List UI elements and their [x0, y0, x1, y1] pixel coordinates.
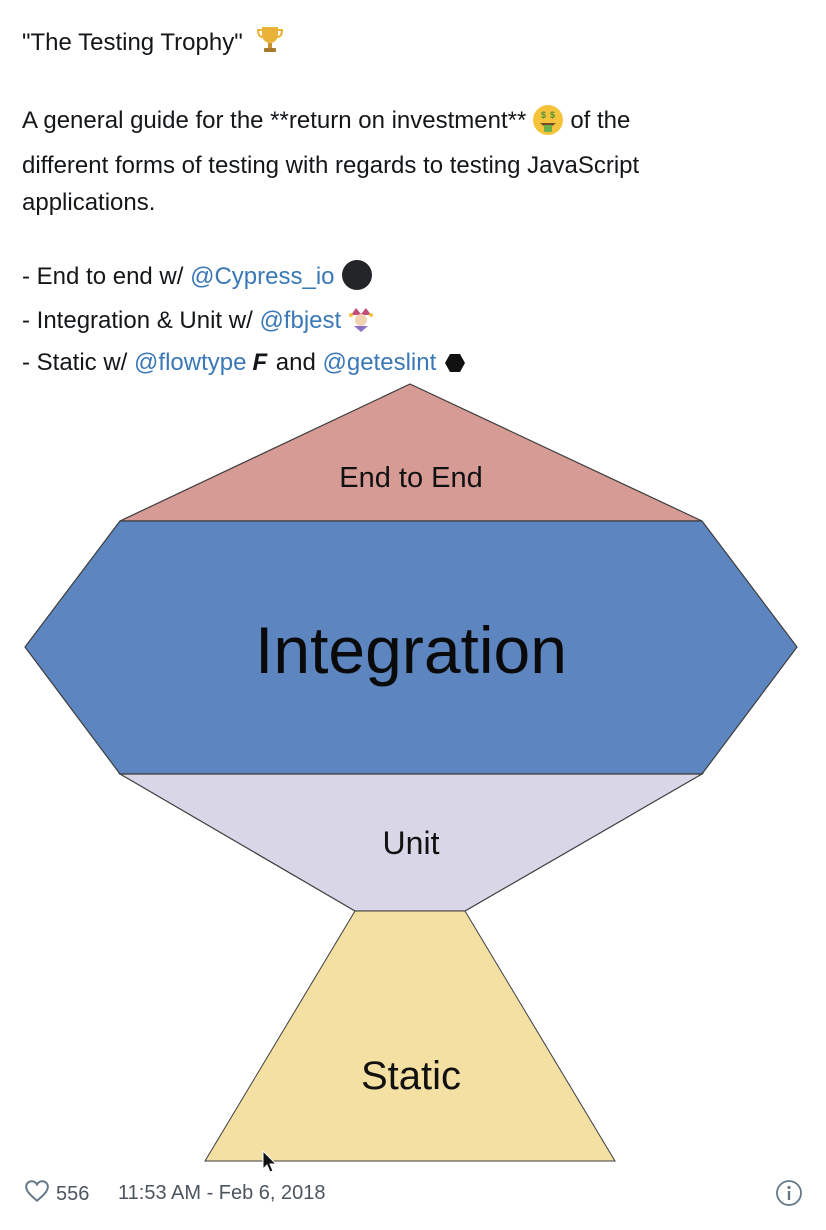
dark-circle-icon [341, 259, 373, 302]
mention-cypress[interactable]: @Cypress_io [190, 263, 335, 290]
tweet-footer: 556 11:53 AM - Feb 6, 2018 [24, 1178, 804, 1210]
mention-fbjest[interactable]: @fbjest [259, 307, 342, 334]
svg-text:$: $ [541, 110, 546, 120]
segment-static [204, 910, 616, 1162]
testing-trophy-diagram: End to End Integration Unit Static [24, 383, 798, 1162]
tweet-title-line: "The Testing Trophy" [22, 24, 802, 65]
svg-text:$: $ [550, 110, 555, 120]
like-count: 556 [56, 1182, 90, 1205]
label-end-to-end: End to End [339, 462, 483, 494]
intro-text-1: A general guide for the **return on inve… [22, 107, 527, 134]
label-unit: Unit [383, 825, 440, 861]
intro-text-2: of the [570, 107, 631, 134]
mention-geteslint[interactable]: @geteslint [322, 349, 437, 376]
hexagon-icon [444, 348, 466, 385]
tool-line-e2e: - End to end w/ @Cypress_io [22, 258, 802, 302]
heart-icon[interactable] [24, 1178, 50, 1210]
tweet-intro: A general guide for the **return on inve… [22, 102, 802, 221]
flow-logo: F [252, 349, 268, 376]
tool-line-integration: - Integration & Unit w/ @fbjest [22, 302, 802, 344]
info-icon[interactable] [774, 1178, 804, 1214]
like-button[interactable]: 556 [24, 1178, 89, 1210]
line-prefix: - Integration & Unit w/ [22, 307, 260, 334]
cursor-icon [262, 1149, 278, 1179]
label-integration: Integration [255, 613, 567, 687]
tweet-text: "The Testing Trophy" A general guide for… [22, 24, 802, 385]
line-prefix: - End to end w/ [22, 263, 191, 290]
intro-text-3: different forms of testing with regards … [22, 152, 640, 179]
tweet-title: "The Testing Trophy" [22, 29, 243, 56]
jester-icon [347, 305, 375, 344]
line-middle: and [269, 349, 323, 376]
money-mouth-face-icon: $ $ [532, 104, 564, 147]
tweet-timestamp[interactable]: 11:53 AM - Feb 6, 2018 [118, 1182, 326, 1204]
segment-end-to-end [119, 383, 703, 522]
line-prefix: - Static w/ [22, 349, 135, 376]
intro-text-4: applications. [22, 189, 156, 216]
label-static: Static [361, 1054, 461, 1098]
trophy-icon [255, 24, 285, 65]
mention-flowtype[interactable]: @flowtype [134, 349, 247, 376]
